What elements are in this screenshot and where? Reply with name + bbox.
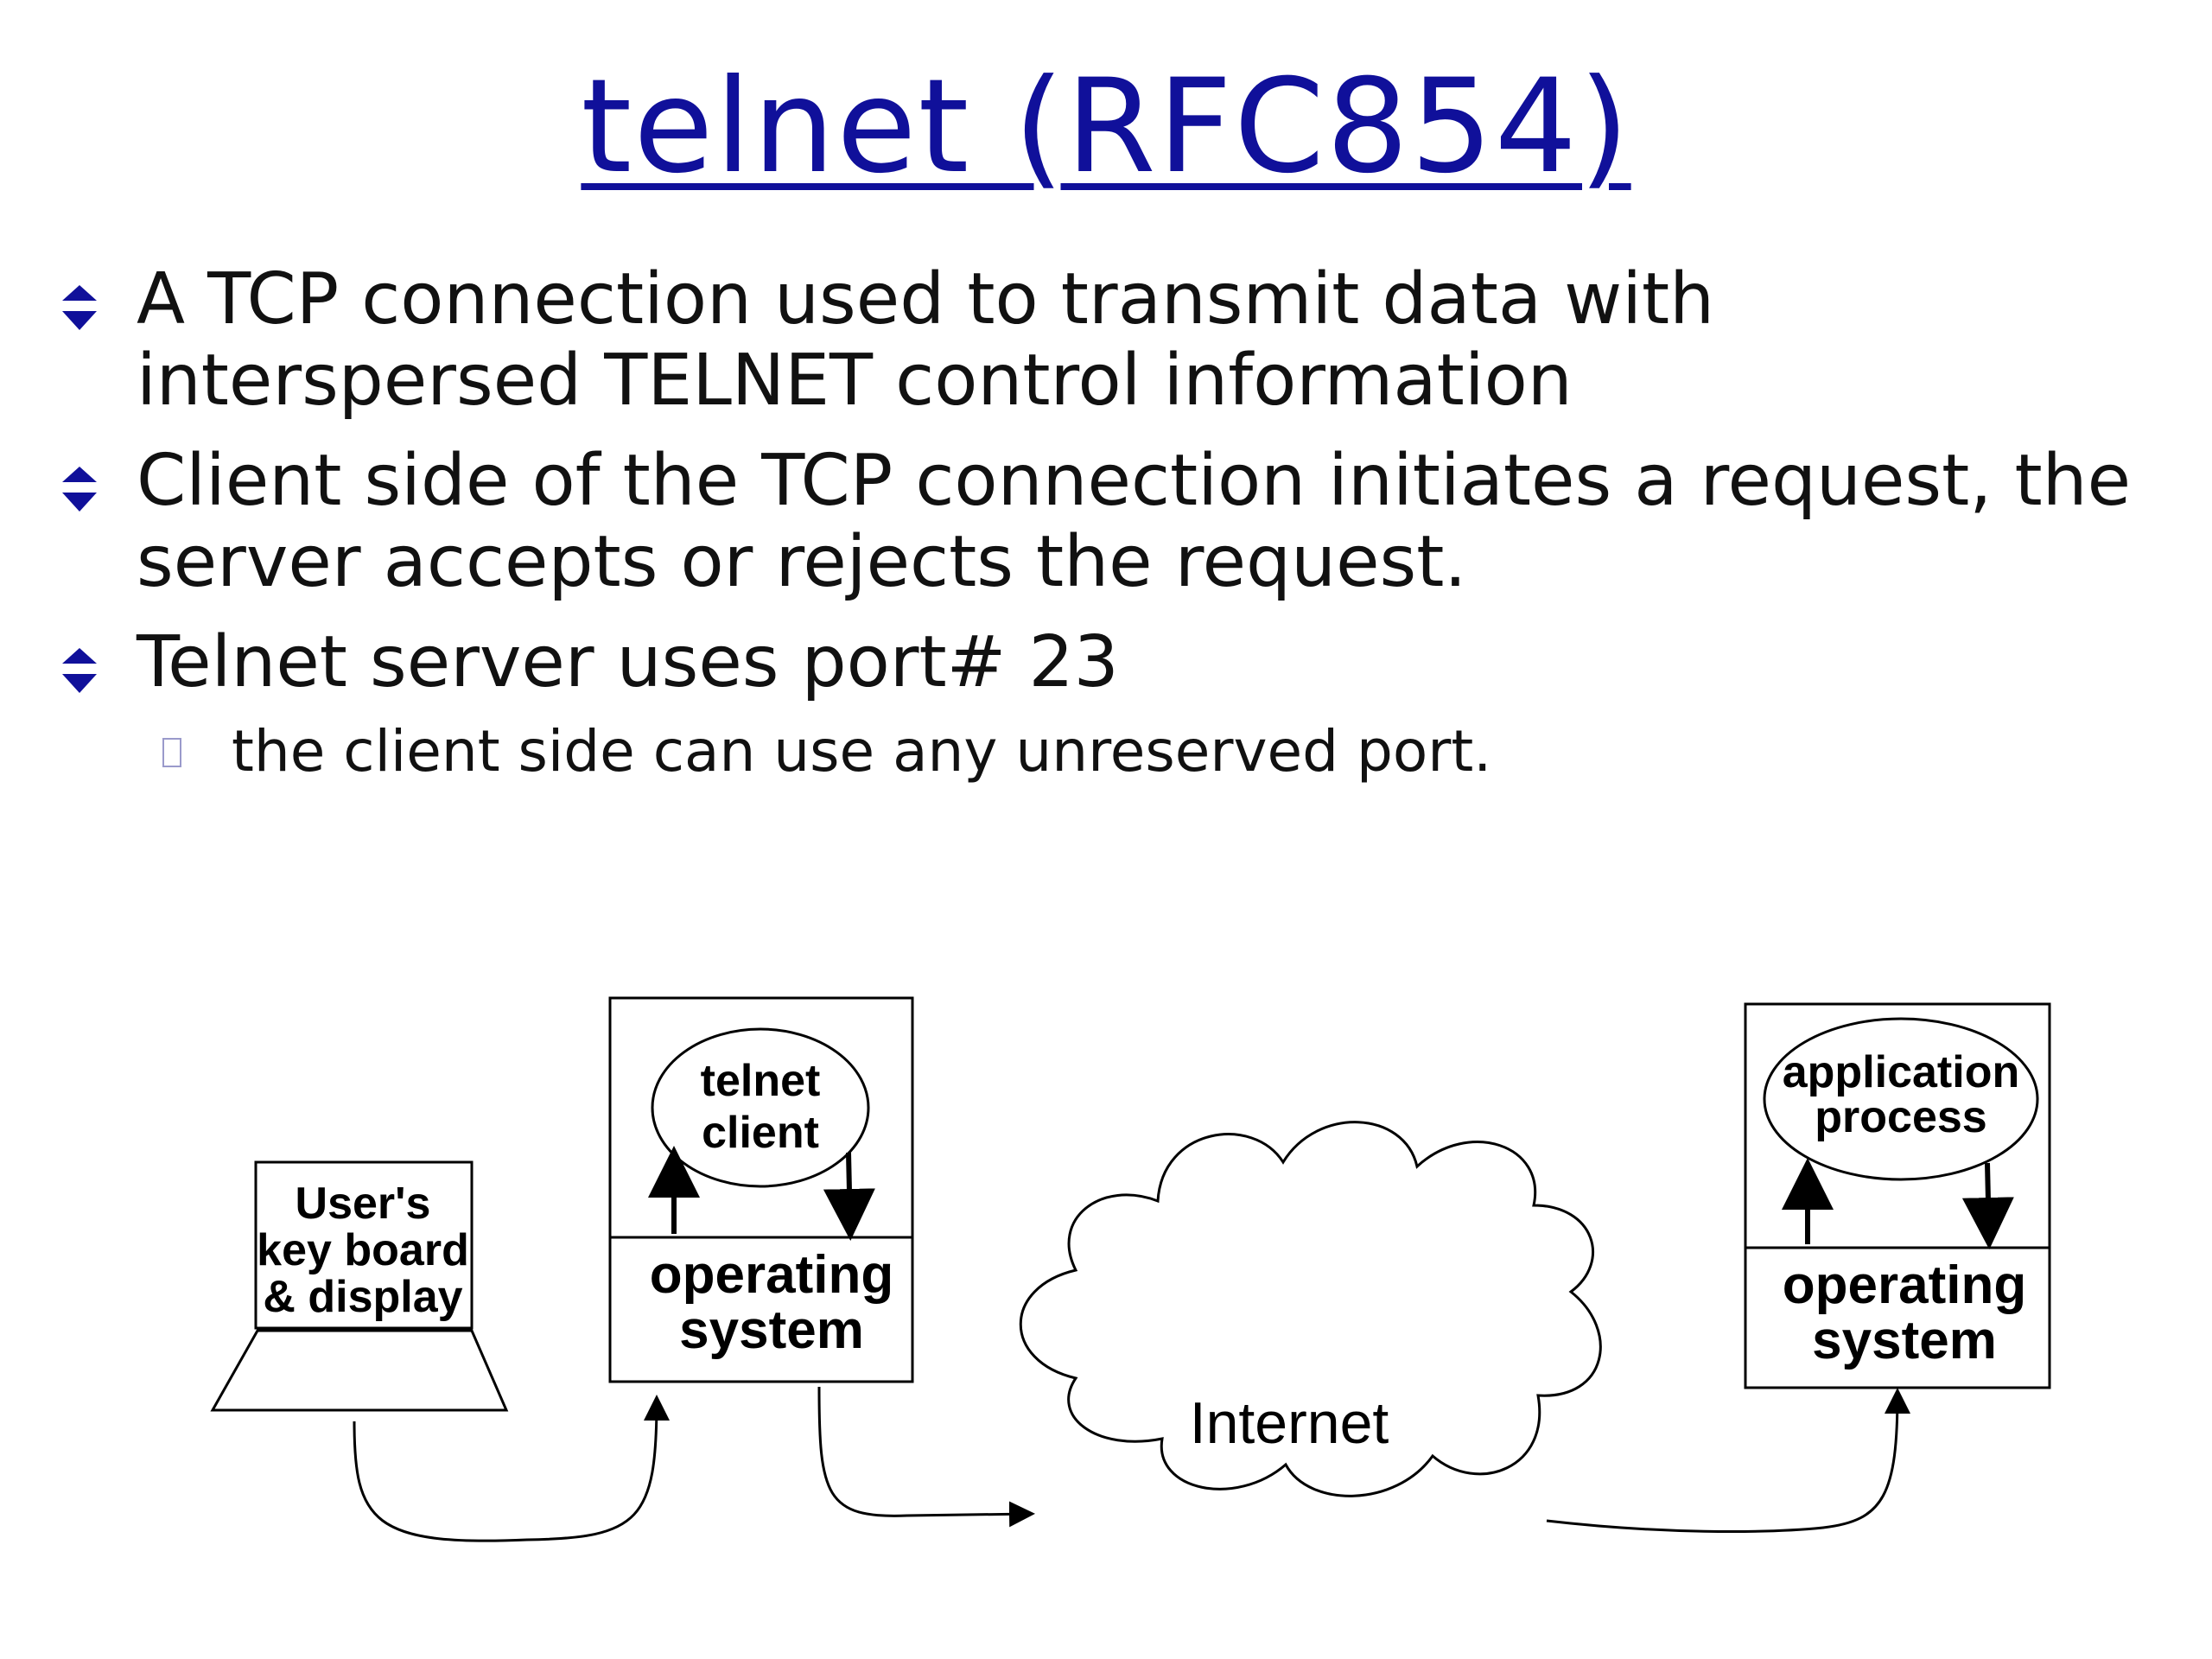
terminal-label-line-3: & display xyxy=(263,1272,462,1322)
terminal-label-line-1: User's xyxy=(296,1179,431,1229)
server-os-label-line-2: system xyxy=(1812,1311,1997,1370)
bullet-text: A TCP connection used to transmit data w… xyxy=(137,258,1715,422)
internet-to-server-connector xyxy=(1546,1388,1910,1534)
bullet-text: Telnet server uses port# 23 xyxy=(137,621,1119,703)
cloud-shape xyxy=(1019,1121,1602,1497)
client-os-label-line-1: operating xyxy=(650,1245,893,1305)
bullet-list: A TCP connection used to transmit data w… xyxy=(60,259,2169,786)
diamond-bullet-icon xyxy=(62,285,97,330)
bullet-item: Client side of the TCP connection initia… xyxy=(60,441,2169,603)
slide-title: telnet (RFC854) xyxy=(581,52,1631,202)
terminal-to-client-connector xyxy=(353,1395,670,1542)
bullet-text: Client side of the TCP connection initia… xyxy=(137,440,2132,603)
server-down-arrow xyxy=(1961,1162,2014,1249)
telnet-client-label-line-1: telnet xyxy=(701,1056,821,1106)
client-host: telnet client operating system xyxy=(608,996,914,1383)
application-process-label-line-1: application xyxy=(1783,1047,2019,1097)
client-to-internet-connector xyxy=(817,1386,1035,1528)
diamond-bullet-icon xyxy=(62,648,97,693)
sub-bullet-text: the client side can use any unreserved p… xyxy=(232,718,1492,785)
server-host: application process operating system xyxy=(1744,1002,2051,1389)
client-os-label-line-2: system xyxy=(679,1300,864,1360)
telnet-client-process xyxy=(651,1027,870,1188)
application-process xyxy=(1763,1017,2039,1181)
server-os-label-line-1: operating xyxy=(1783,1255,2026,1315)
square-bullet-icon xyxy=(162,738,181,767)
client-down-arrow xyxy=(823,1152,875,1241)
terminal-label-line-2: key board xyxy=(257,1225,469,1275)
diamond-bullet-icon xyxy=(62,467,97,512)
sub-bullet-item: the client side can use any unreserved p… xyxy=(162,717,2169,786)
terminal-node: User's key board & display xyxy=(210,1160,509,1412)
internet-label: Internet xyxy=(1190,1390,1389,1456)
bullet-item: Telnet server uses port# 23 xyxy=(60,622,2169,703)
application-process-label-line-2: process xyxy=(1815,1092,1986,1142)
bullet-item: A TCP connection used to transmit data w… xyxy=(60,259,2169,422)
terminal-screen xyxy=(254,1160,474,1330)
internet-cloud: Internet xyxy=(1019,1121,1602,1497)
terminal-keyboard xyxy=(210,1329,509,1412)
telnet-client-label-line-2: client xyxy=(702,1108,819,1158)
